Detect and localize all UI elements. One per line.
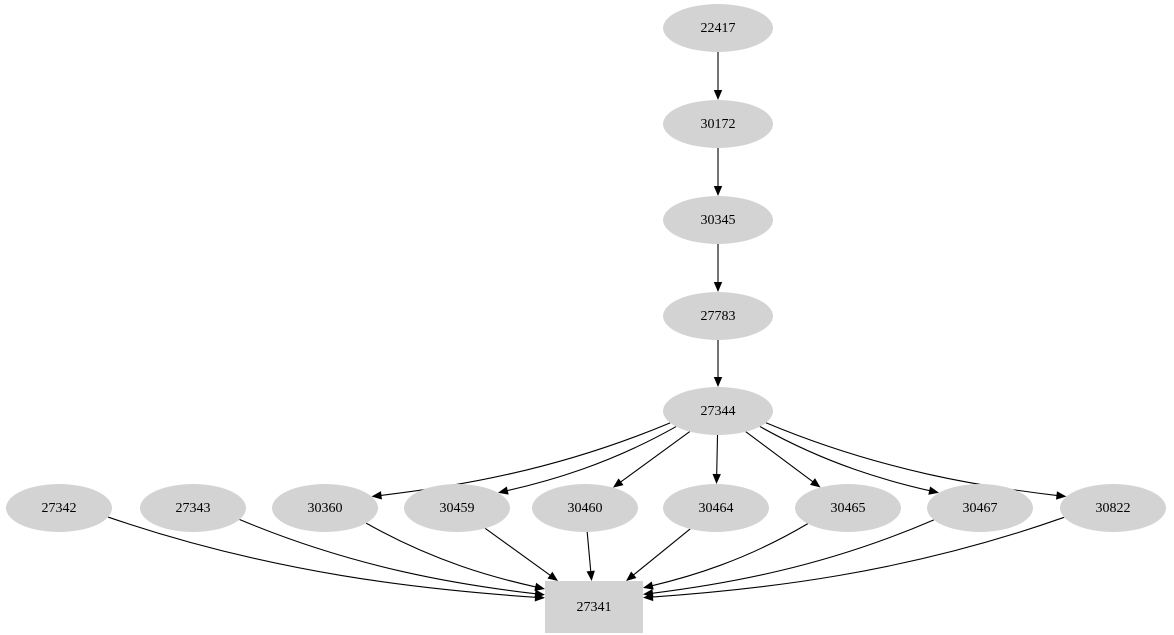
edge-30360-to-27341	[365, 522, 537, 588]
node-27341[interactable]: 27341	[545, 581, 643, 633]
node-22417[interactable]: 22417	[663, 4, 773, 52]
edge-30465-to-27341	[651, 523, 809, 587]
node-27342[interactable]: 27342	[6, 484, 112, 532]
edge-30467-to-27341	[651, 519, 935, 594]
edge-30464-to-27341	[632, 528, 691, 576]
node-label-30345: 30345	[701, 213, 736, 228]
node-label-27783: 27783	[701, 309, 736, 324]
node-label-30822: 30822	[1096, 501, 1131, 516]
node-shape-ellipse-30345	[663, 196, 773, 244]
node-27343[interactable]: 27343	[140, 484, 246, 532]
arrowhead-30465-to-27341	[643, 581, 654, 590]
node-30460[interactable]: 30460	[532, 484, 638, 532]
node-shape-ellipse-22417	[663, 4, 773, 52]
node-shape-ellipse-30467	[927, 484, 1033, 532]
arrowhead-30172-to-30345	[713, 186, 723, 196]
arrowhead-27343-to-27341	[534, 589, 545, 598]
arrowhead-22417-to-30172	[713, 90, 723, 100]
node-30345[interactable]: 30345	[663, 196, 773, 244]
arrowhead-27344-to-30465	[809, 478, 821, 488]
node-label-30467: 30467	[963, 501, 998, 516]
node-shape-ellipse-27342	[6, 484, 112, 532]
arrowhead-27344-to-30460	[612, 478, 624, 488]
node-label-27343: 27343	[176, 501, 211, 516]
arrowhead-27344-to-30822	[1055, 491, 1067, 500]
node-shape-ellipse-27783	[663, 292, 773, 340]
edge-27344-to-30822	[765, 422, 1058, 497]
node-label-30464: 30464	[699, 501, 734, 516]
edge-30460-to-27341	[586, 531, 592, 573]
node-label-30172: 30172	[701, 117, 736, 132]
node-30360[interactable]: 30360	[272, 484, 378, 532]
node-30172[interactable]: 30172	[663, 100, 773, 148]
node-shape-ellipse-30460	[532, 484, 638, 532]
node-30464[interactable]: 30464	[663, 484, 769, 532]
edge-27344-to-30464	[716, 434, 719, 476]
nodes-layer: 22417 30172 30345 27783 27344 27342 27343 30360…	[6, 4, 1166, 633]
node-label-30465: 30465	[831, 501, 866, 516]
arrowhead-30822-to-27341	[643, 592, 654, 602]
edge-30822-to-27341	[651, 516, 1065, 598]
node-label-30360: 30360	[308, 501, 343, 516]
node-shape-box-27341	[545, 581, 643, 633]
node-label-27344: 27344	[701, 404, 736, 419]
node-shape-ellipse-30360	[272, 484, 378, 532]
arrowhead-30460-to-27341	[586, 570, 595, 581]
edge-27344-to-30459	[506, 426, 677, 492]
node-27344[interactable]: 27344	[663, 387, 773, 435]
node-label-27342: 27342	[42, 501, 77, 516]
arrowhead-30459-to-27341	[547, 571, 559, 581]
arrowhead-30360-to-27341	[534, 582, 545, 591]
node-shape-ellipse-30465	[795, 484, 901, 532]
arrowhead-27344-to-30360	[371, 491, 382, 500]
node-30467[interactable]: 30467	[927, 484, 1033, 532]
node-label-27341: 27341	[577, 600, 612, 615]
edge-30459-to-27341	[484, 527, 552, 577]
node-shape-ellipse-30822	[1060, 484, 1166, 532]
node-label-22417: 22417	[701, 21, 736, 36]
edge-27344-to-30360	[380, 422, 671, 497]
arrowhead-30345-to-27783	[713, 282, 723, 292]
node-shape-ellipse-30459	[404, 484, 510, 532]
node-30459[interactable]: 30459	[404, 484, 510, 532]
arrowhead-30464-to-27341	[626, 571, 637, 581]
node-shape-ellipse-27343	[140, 484, 246, 532]
node-shape-ellipse-30464	[663, 484, 769, 532]
edge-27344-to-30465	[745, 431, 814, 483]
edge-27342-to-27341	[107, 516, 537, 598]
edges-layer	[107, 52, 1067, 602]
edge-27344-to-30460	[619, 431, 691, 483]
arrowhead-27344-to-30467	[928, 486, 939, 495]
node-label-30459: 30459	[440, 501, 475, 516]
arrowhead-27344-to-30459	[497, 486, 509, 495]
node-30822[interactable]: 30822	[1060, 484, 1166, 532]
node-27783[interactable]: 27783	[663, 292, 773, 340]
node-30465[interactable]: 30465	[795, 484, 901, 532]
edge-27344-to-30467	[759, 426, 931, 492]
node-shape-ellipse-30172	[663, 100, 773, 148]
edge-27343-to-27341	[239, 518, 537, 595]
arrowhead-27344-to-30464	[712, 473, 721, 484]
node-label-30460: 30460	[568, 501, 603, 516]
node-shape-ellipse-27344	[663, 387, 773, 435]
arrowhead-27783-to-27344	[713, 377, 723, 387]
